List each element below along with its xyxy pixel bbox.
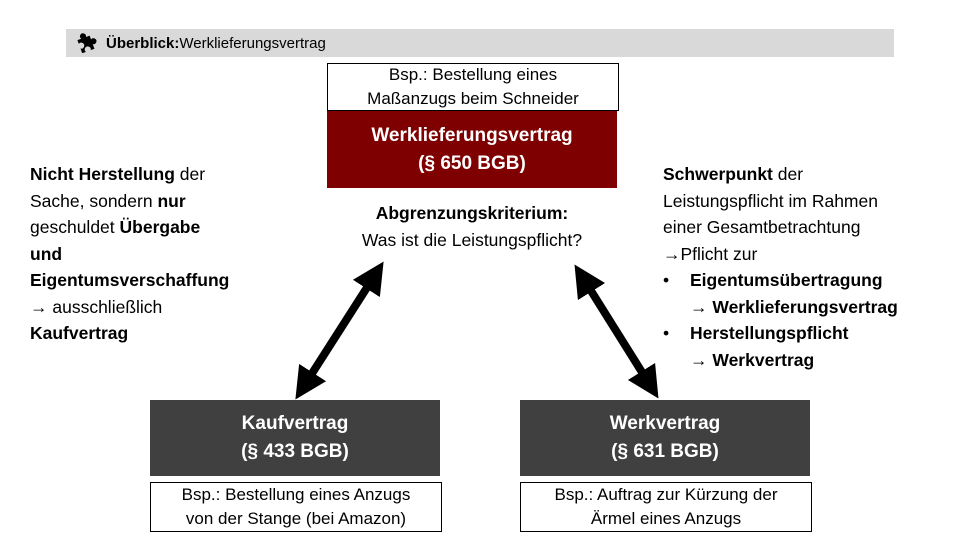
header-banner: Überblick: Werklieferungsvertrag <box>66 29 894 57</box>
example-line: Maßanzugs beim Schneider <box>367 89 579 108</box>
right-text: Schwerpunkt der Leistungspflicht im Rahm… <box>663 161 953 373</box>
criterion: Abgrenzungskriterium: Was ist die Leistu… <box>300 200 644 253</box>
left-text: Nicht Herstellung der Sache, sondern nur… <box>30 164 230 343</box>
kaufvertrag-box: Kaufvertrag (§ 433 BGB) <box>150 400 440 476</box>
arrow-right-icon <box>574 264 659 399</box>
criterion-question: Was ist die Leistungspflicht? <box>361 229 583 250</box>
box-section: (§ 433 BGB) <box>241 441 349 462</box>
werkvertrag-box: Werkvertrag (§ 631 BGB) <box>520 400 810 476</box>
kaufvertrag-example: Bsp.: Bestellung eines Anzugs von der St… <box>150 482 442 532</box>
box-title: Werklieferungsvertrag <box>371 124 573 146</box>
box-section: (§ 631 BGB) <box>611 441 719 462</box>
box-title: Kaufvertrag <box>241 413 349 434</box>
box-title: Werkvertrag <box>609 413 721 434</box>
werkvertrag-example: Bsp.: Auftrag zur Kürzung der Ärmel eine… <box>520 482 812 532</box>
puzzle-icon <box>77 33 97 53</box>
top-example: Bsp.: Bestellung eines Maßanzugs beim Sc… <box>327 63 619 111</box>
box-section: (§ 650 BGB) <box>418 152 526 174</box>
bullet-item: •Eigentumsübertragung <box>663 270 883 290</box>
arrow-left-icon <box>295 261 384 400</box>
criterion-label: Abgrenzungskriterium: <box>375 203 569 223</box>
example-line: Bsp.: Bestellung eines <box>388 65 558 84</box>
werklieferungsvertrag-box: Werklieferungsvertrag (§ 650 BGB) <box>327 111 617 188</box>
header-title: Werklieferungsvertrag <box>179 34 326 52</box>
bullet-item: •Herstellungspflicht <box>663 323 849 343</box>
header-bold: Überblick: <box>106 34 180 52</box>
